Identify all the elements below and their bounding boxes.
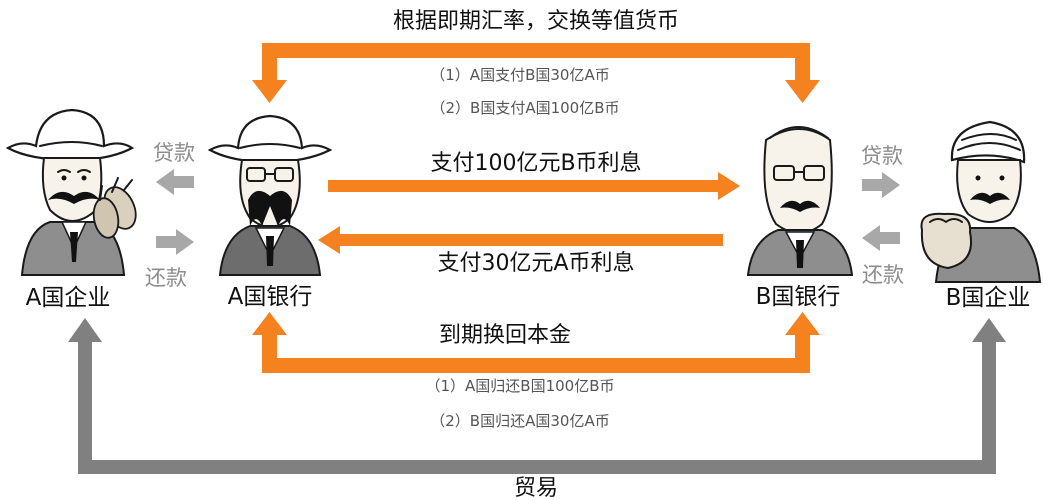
b-repay-label: 还款 [862,263,904,287]
trade-arrow [68,318,1006,474]
a-loan-label: 贷款 [153,141,195,165]
a-bank-label: A国银行 [228,284,313,310]
b-bank-character [746,126,854,276]
initial-exchange-line2: （2）B国支付A国100亿B币 [430,99,619,117]
a-company-label: A国企业 [26,285,111,311]
maturity-title: 到期换回本金 [439,323,571,348]
b-bank-label: B国银行 [756,284,841,310]
interest-a-label: 支付30亿元A币利息 [437,251,634,276]
top-title: 根据即期汇率，交换等值货币 [393,9,679,34]
trade-label: 贸易 [514,476,558,500]
a-bank-character [207,114,333,276]
b-company-label: B国企业 [946,285,1031,311]
a-company-character [5,108,137,276]
a-loan-arrow [156,169,194,195]
b-loan-arrow [862,172,900,198]
b-loan-label: 贷款 [861,144,903,168]
maturity-arrow [252,312,820,373]
interest-a-arrow [318,226,723,254]
maturity-line2: （2）B国归还A国30亿A币 [430,412,609,430]
initial-exchange-arrow [252,43,820,103]
b-company-character [920,120,1042,283]
a-repay-label: 还款 [145,266,187,290]
b-repay-arrow [862,225,900,251]
interest-b-label: 支付100亿元B币利息 [430,151,641,176]
initial-exchange-line1: （1）A国支付B国30亿A币 [430,66,609,84]
maturity-line1: （1）A国归还B国100亿B币 [425,377,614,395]
a-repay-arrow [156,229,194,255]
interest-b-arrow [328,172,740,200]
